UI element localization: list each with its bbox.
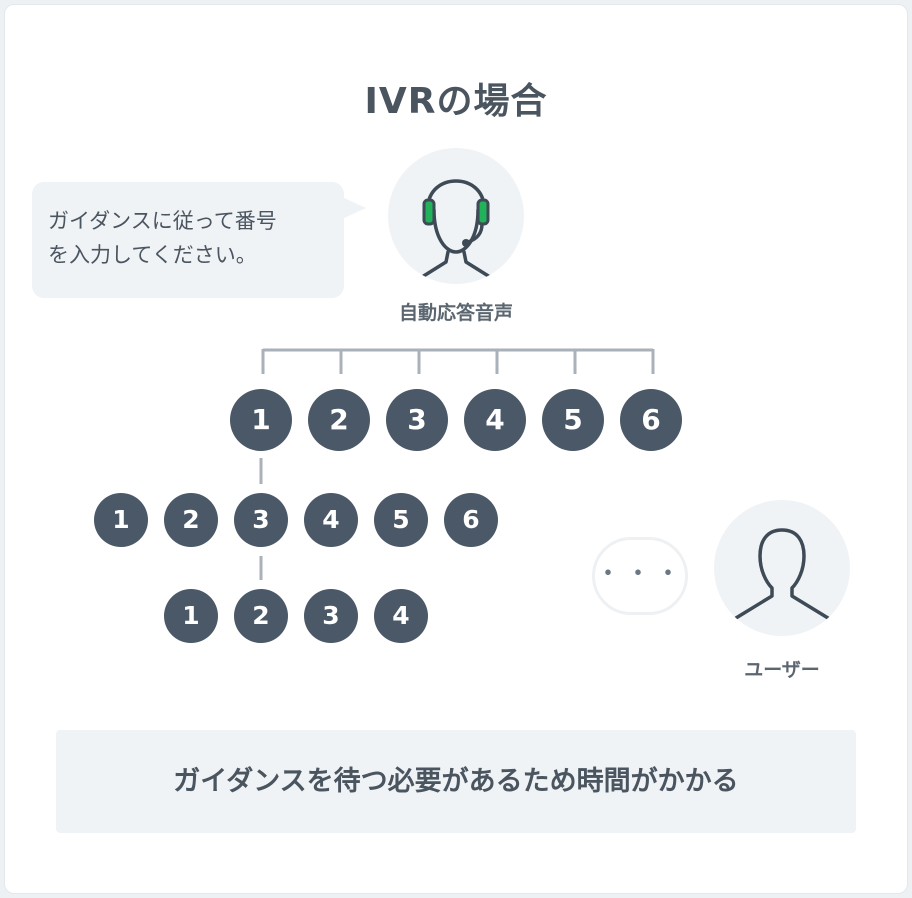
operator-avatar: [388, 148, 524, 284]
summary-banner: ガイダンスを待つ必要があるため時間がかかる: [56, 730, 856, 833]
menu-option-l3-4: 4: [374, 589, 428, 643]
headset-operator-icon: [412, 179, 500, 284]
menu-option-l2-2: 2: [164, 493, 218, 547]
operator-label: 自動応答音声: [398, 302, 513, 324]
user-silhouette-icon: [734, 528, 830, 620]
menu-option-l3-3: 3: [304, 589, 358, 643]
menu-option-l1-1: 1: [230, 389, 292, 451]
menu-option-l2-4: 4: [304, 493, 358, 547]
menu-option-l3-1: 1: [164, 589, 218, 643]
menu-option-l2-5: 5: [374, 493, 428, 547]
waiting-ellipsis: ・・・: [592, 537, 688, 615]
menu-option-l2-1: 1: [94, 493, 148, 547]
menu-option-l1-2: 2: [308, 389, 370, 451]
summary-text: ガイダンスを待つ必要があるため時間がかかる: [173, 766, 739, 797]
user-avatar: [714, 500, 850, 636]
menu-option-l1-4: 4: [464, 389, 526, 451]
menu-option-l2-3: 3: [234, 493, 288, 547]
speech-bubble-text: ガイダンスに従って番号 を入力してください。: [48, 204, 338, 272]
menu-option-l2-6: 6: [444, 493, 498, 547]
menu-option-l1-5: 5: [542, 389, 604, 451]
page-title: IVRの場合: [364, 81, 548, 122]
speech-bubble-tail: [340, 196, 366, 220]
menu-option-l1-3: 3: [386, 389, 448, 451]
speech-line-2: を入力してください。: [48, 243, 257, 267]
user-label: ユーザー: [744, 659, 820, 681]
speech-bubble: ガイダンスに従って番号 を入力してください。: [32, 182, 344, 298]
menu-option-l3-2: 2: [234, 589, 288, 643]
menu-option-l1-6: 6: [620, 389, 682, 451]
speech-line-1: ガイダンスに従って番号: [48, 209, 277, 233]
